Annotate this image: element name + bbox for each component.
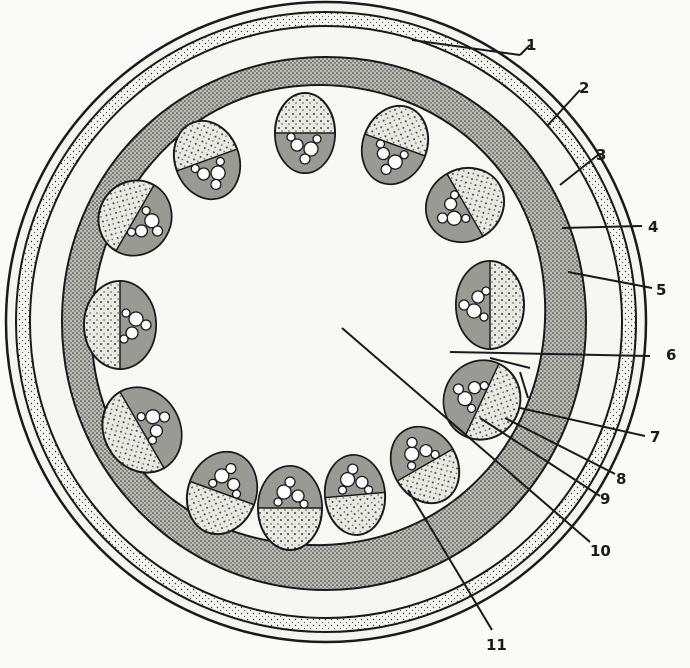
vessel (339, 471, 356, 488)
vessel (226, 477, 241, 492)
label-5: 5 (656, 281, 666, 299)
vessel (471, 290, 485, 304)
vessel (380, 163, 392, 176)
vascular-bundle (97, 179, 173, 257)
cambium-line (364, 133, 426, 157)
vascular-bundle (424, 166, 506, 244)
vessel (312, 134, 322, 144)
vessel (121, 308, 131, 318)
vessel (355, 475, 369, 489)
vessel (458, 299, 470, 311)
vessel (119, 334, 129, 344)
cambium-line (119, 391, 165, 469)
label-2: 2 (579, 79, 589, 97)
vessel (443, 197, 458, 211)
label-3: 3 (596, 146, 606, 164)
vessel (291, 489, 305, 503)
vessel (303, 141, 319, 157)
cambium-line (464, 363, 500, 437)
vessel (284, 476, 296, 488)
label-7: 7 (650, 428, 660, 446)
cambium-line (115, 184, 155, 252)
vessel (466, 303, 482, 319)
vessel (376, 146, 391, 161)
vascular-bundle (101, 386, 183, 474)
vessel (290, 138, 304, 152)
vessel (210, 165, 226, 181)
vessel (399, 150, 409, 160)
vessel (467, 381, 482, 395)
cambium-line (189, 480, 255, 506)
vessel (136, 411, 146, 422)
vessel (276, 484, 292, 500)
vessel (446, 210, 462, 226)
vascular-bundle (83, 280, 157, 370)
vessel (141, 205, 151, 216)
vascular-bundle (323, 454, 387, 536)
vessel (479, 312, 489, 322)
vascular-bundle (274, 92, 336, 174)
vessel (149, 424, 164, 438)
vascular-bundle (389, 425, 461, 505)
vessel (419, 443, 433, 458)
vessel (214, 468, 230, 484)
vessel (144, 213, 160, 229)
vessel (210, 178, 222, 191)
vascular-bundle (360, 104, 430, 186)
label-9: 9 (600, 490, 610, 508)
vessel (286, 132, 296, 142)
vessel (461, 213, 471, 224)
vessel (457, 391, 473, 407)
vessel (436, 212, 449, 224)
vessel (406, 436, 418, 449)
vessel (337, 485, 348, 495)
vessel (363, 485, 374, 495)
vessel (208, 478, 218, 488)
vascular-bundle (442, 359, 522, 441)
vessel (404, 446, 420, 462)
label-8: 8 (616, 470, 626, 488)
label-6: 6 (666, 346, 676, 364)
vessel (215, 156, 225, 167)
vessel (140, 319, 152, 331)
vascular-bundle (455, 260, 525, 350)
callout-labels: 1 2 3 4 5 6 7 8 9 10 11 (486, 36, 676, 654)
vessel (466, 403, 477, 413)
vessel (225, 462, 237, 475)
label-10: 10 (590, 542, 611, 560)
vessel (347, 463, 359, 475)
vascular-bundles (83, 92, 525, 551)
vessel (452, 383, 465, 395)
vessel (299, 499, 309, 509)
vessel (158, 411, 171, 423)
vessel (128, 311, 144, 327)
vessel (134, 224, 149, 238)
cambium-line (176, 148, 238, 172)
label-1: 1 (526, 36, 536, 54)
vascular-bundle (185, 450, 259, 536)
cambium-line (397, 448, 453, 482)
vessel (387, 154, 403, 170)
label-11: 11 (486, 636, 507, 654)
vessel (126, 227, 137, 237)
vessel (481, 286, 491, 296)
leader-lines (341, 39, 653, 631)
vessel (196, 167, 211, 181)
vessel (151, 225, 164, 237)
vessel (125, 326, 139, 340)
label-4: 4 (648, 218, 658, 236)
xylem (114, 184, 173, 257)
vessel (273, 497, 283, 507)
vascular-bundle (257, 465, 323, 551)
vessel (299, 153, 311, 165)
vessel (145, 409, 161, 425)
vessel (406, 461, 417, 471)
vascular-bundle (172, 119, 242, 201)
